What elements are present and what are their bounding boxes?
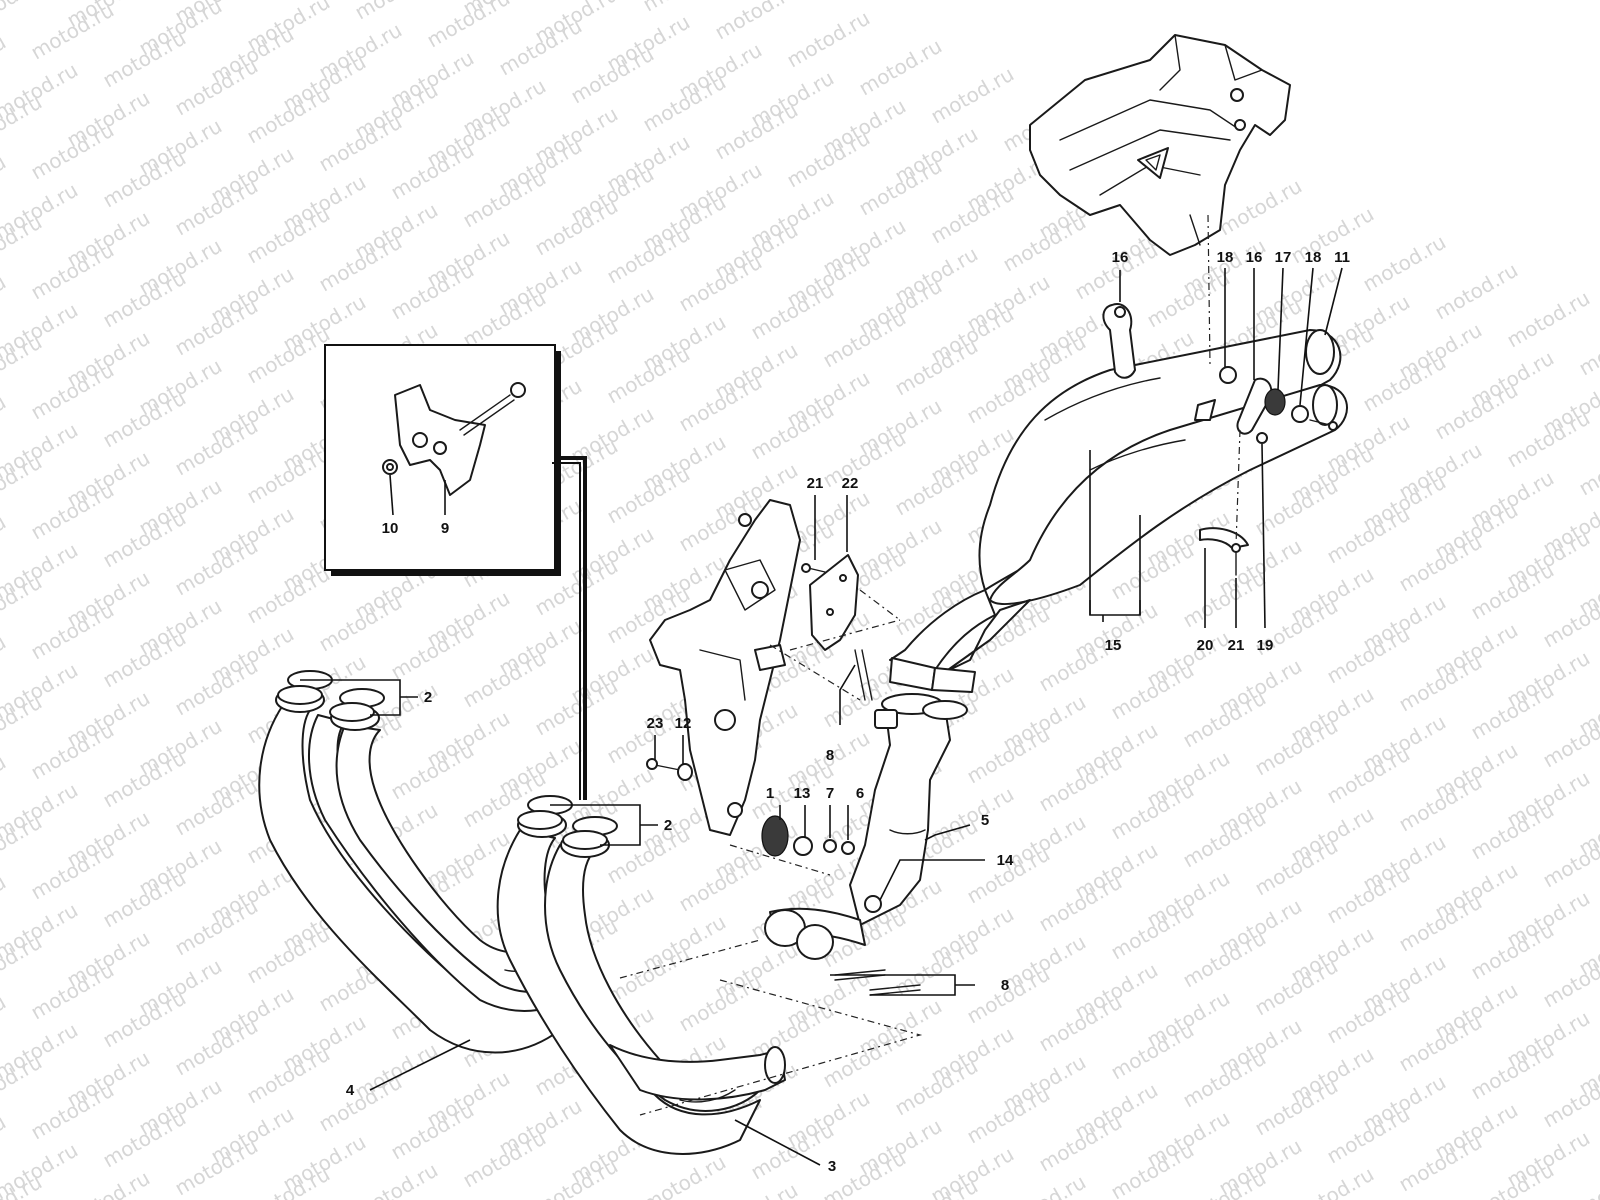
watermark-text: motod.ru — [1575, 434, 1600, 501]
watermark-text: motod.ru — [243, 1162, 334, 1200]
callout-21-lower: 21 — [1228, 637, 1245, 654]
callout-21-upper: 21 — [807, 475, 824, 492]
callout-3: 3 — [828, 1158, 836, 1175]
mid-pipe — [764, 693, 968, 960]
watermark-text: motod.ru — [423, 0, 514, 52]
callout-22: 22 — [842, 475, 859, 492]
callout-9: 9 — [441, 520, 449, 537]
callout-8-upper: 8 — [826, 747, 834, 764]
springs — [834, 649, 921, 996]
callout-1: 1 — [766, 785, 774, 802]
callout-23: 23 — [647, 715, 664, 732]
watermark-text: motod.ru — [1215, 174, 1306, 241]
inset-panel — [324, 344, 587, 800]
callout-10: 10 — [382, 520, 399, 537]
footrest-bracket — [649, 499, 801, 836]
watermark-text: motod.ru — [0, 750, 10, 817]
alignment-lines — [619, 214, 1241, 1116]
watermark-text: motod.ru — [0, 0, 46, 36]
watermark-text: motod.ru — [1431, 258, 1522, 325]
callout-15: 15 — [1105, 637, 1122, 654]
watermark-text: motod.ru — [0, 150, 10, 217]
callout-4: 4 — [346, 1082, 355, 1099]
callout-labels: 1 2 2 3 4 5 6 7 8 8 9 10 11 12 13 14 15 … — [346, 249, 1350, 1175]
callout-20: 20 — [1197, 637, 1214, 654]
watermark-text: motod.ru — [0, 990, 10, 1057]
watermark-text: motod.ru — [927, 62, 1018, 129]
watermark-text: motod.ru — [351, 0, 442, 24]
watermark-text: motod.ru — [1287, 202, 1378, 269]
callout-16-right: 16 — [1246, 249, 1263, 266]
watermark-text: motod.ru — [351, 1158, 442, 1200]
callout-2-front: 2 — [424, 689, 432, 706]
watermark-text: motod.ru — [1467, 1158, 1558, 1200]
watermark-text: motod.ru — [1575, 314, 1600, 381]
heat-shield — [809, 554, 859, 651]
watermark-text: motod.ru — [783, 6, 874, 73]
callout-18-left: 18 — [1217, 249, 1234, 266]
watermark-text: motod.ru — [0, 630, 10, 697]
hardware — [646, 303, 1338, 913]
callout-5: 5 — [981, 812, 989, 829]
watermark-text: motod.ru — [0, 510, 10, 577]
watermark-text: motod.ru — [0, 870, 10, 937]
callout-17: 17 — [1275, 249, 1292, 266]
callout-12: 12 — [675, 715, 692, 732]
watermark-text: motod.ru — [855, 34, 946, 101]
callout-19: 19 — [1257, 637, 1274, 654]
watermark-text: motod.ru — [1575, 1154, 1600, 1200]
watermark-text: motod.ru — [639, 1150, 730, 1200]
callout-7: 7 — [826, 785, 834, 802]
callout-8-lower: 8 — [1001, 977, 1009, 994]
callout-11: 11 — [1334, 249, 1350, 266]
watermark-text: motod.ru — [1503, 286, 1594, 353]
callout-16-left: 16 — [1112, 249, 1129, 266]
callout-2-rear: 2 — [664, 817, 672, 834]
watermark-text: motod.ru — [0, 1110, 10, 1177]
header-pipes-rear — [496, 812, 786, 1155]
rear-subframe — [1029, 34, 1291, 256]
callout-13: 13 — [794, 785, 811, 802]
callout-18-right: 18 — [1305, 249, 1322, 266]
leader-lines — [300, 267, 1343, 1166]
callout-6: 6 — [856, 785, 864, 802]
watermark-text: motod.ru — [1359, 230, 1450, 297]
watermark-text: motod.ru — [531, 1154, 622, 1200]
watermark-text: motod.ru — [711, 0, 802, 44]
watermark-text: motod.ru — [1287, 1162, 1378, 1200]
watermark-text: motod.ru — [63, 1166, 154, 1200]
watermark-text: motod.ru — [0, 30, 10, 97]
gaskets — [277, 670, 618, 850]
watermark-text: motod.ru — [0, 270, 10, 337]
watermark-text: motod.ru — [0, 390, 10, 457]
callout-14: 14 — [997, 852, 1014, 869]
